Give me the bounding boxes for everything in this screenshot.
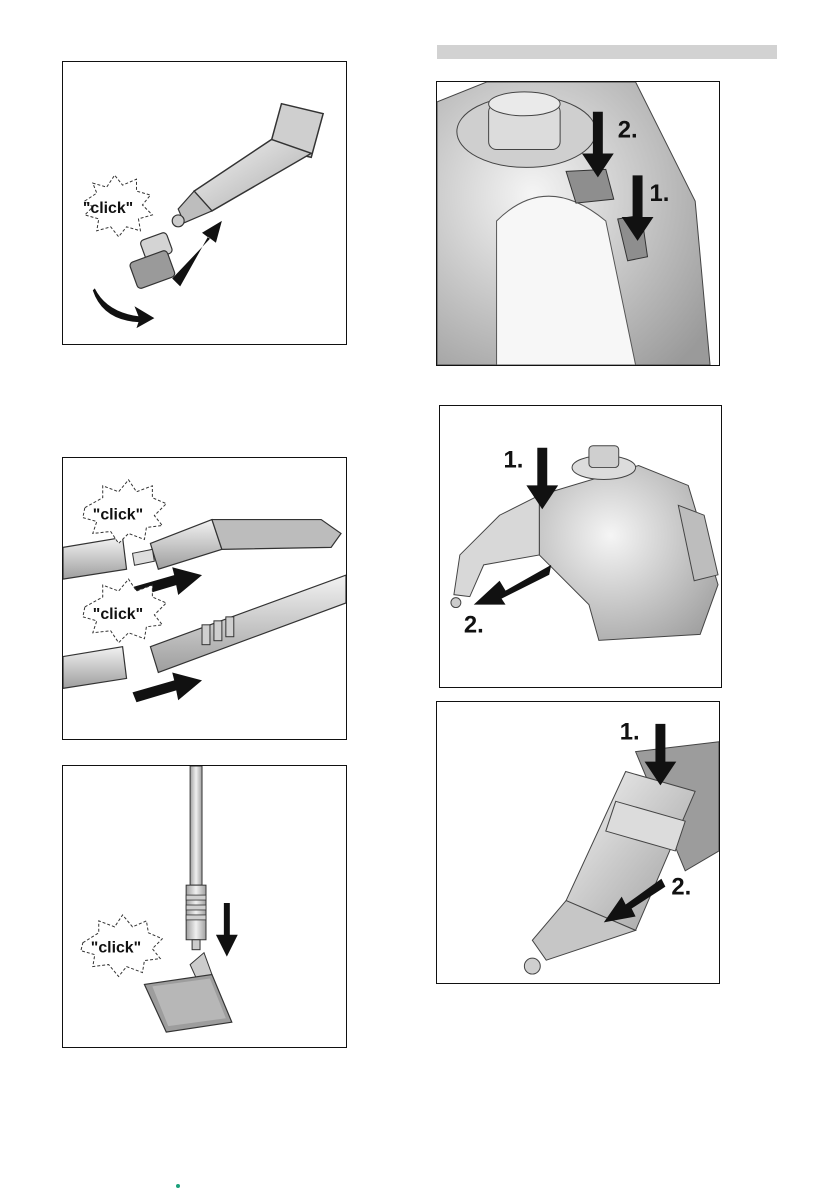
click-label-top: "click": [93, 507, 143, 524]
step-1-label: 1.: [504, 447, 524, 474]
figure-remove-attachment: 1. 2.: [439, 405, 722, 688]
step-1-label: 1.: [620, 719, 640, 746]
steam-buttons-illustration: 2. 1.: [437, 82, 719, 365]
figure-remove-nozzle: 1. 2.: [436, 701, 720, 984]
click-label: "click": [83, 200, 133, 217]
step-2-label: 2.: [671, 874, 691, 901]
figure-nozzle-brush: "click": [62, 61, 347, 345]
nozzle-brush-illustration: "click": [63, 62, 346, 344]
section-header-bar: [437, 45, 777, 59]
step-1-label: 1.: [649, 180, 669, 207]
figure-extension-tubes: "click" "click": [62, 457, 347, 740]
figure-steam-buttons: 2. 1.: [436, 81, 720, 366]
floor-nozzle-illustration: "click": [63, 766, 346, 1047]
click-label-bottom: "click": [93, 606, 143, 623]
figure-floor-nozzle: "click": [62, 765, 347, 1048]
click-label: "click": [91, 940, 141, 957]
extension-tubes-illustration: "click" "click": [63, 458, 346, 739]
page-mark-dot: [176, 1184, 180, 1188]
step-2-label: 2.: [618, 117, 638, 144]
step-2-label: 2.: [464, 611, 484, 638]
remove-nozzle-illustration: 1. 2.: [437, 702, 719, 983]
remove-attachment-illustration: 1. 2.: [440, 406, 721, 687]
